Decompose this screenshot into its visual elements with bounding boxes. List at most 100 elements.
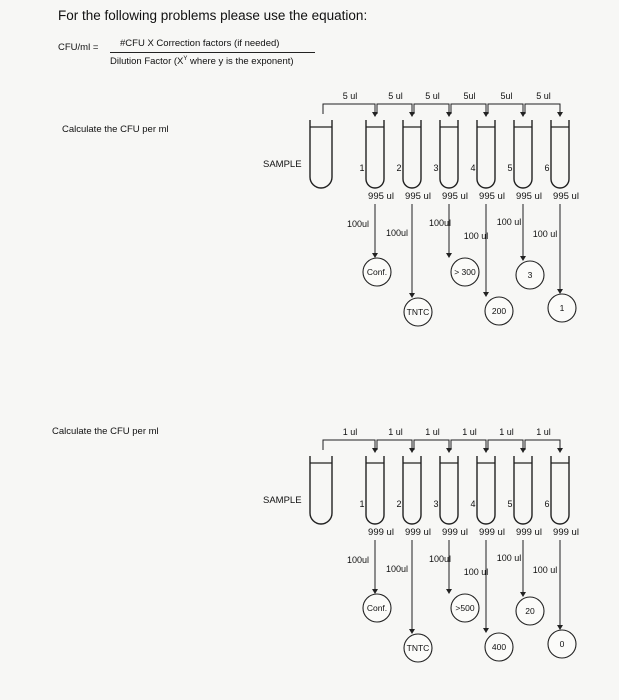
tube-number: 5 bbox=[507, 163, 512, 173]
sample-label: SAMPLE bbox=[263, 159, 302, 170]
plated-volume-label: 100 ul bbox=[533, 229, 558, 239]
agar-plate bbox=[515, 596, 545, 626]
diluent-label: 995 ul bbox=[442, 191, 468, 202]
plated-volume-label: 100 ul bbox=[464, 231, 489, 241]
dilution-tube bbox=[476, 456, 496, 525]
tube-number: 2 bbox=[396, 163, 401, 173]
agar-plate bbox=[362, 257, 392, 287]
agar-plate bbox=[403, 633, 433, 663]
tube-number: 4 bbox=[470, 499, 475, 509]
agar-plate bbox=[484, 296, 514, 326]
equation-lhs: CFU/ml = bbox=[58, 42, 99, 53]
tube-number: 4 bbox=[470, 163, 475, 173]
diluent-label: 999 ul bbox=[405, 527, 431, 538]
transfer-label: 1 ul bbox=[425, 427, 440, 437]
intro-text: For the following problems please use th… bbox=[58, 8, 368, 23]
sample-tube bbox=[309, 456, 333, 525]
tube-number: 1 bbox=[359, 163, 364, 173]
agar-plate bbox=[450, 593, 480, 623]
sample-tube bbox=[309, 120, 333, 189]
tube-number: 2 bbox=[396, 499, 401, 509]
diluent-label: 999 ul bbox=[368, 527, 394, 538]
agar-plate bbox=[362, 593, 392, 623]
equation-denominator: Dilution Factor (XY where y is the expon… bbox=[110, 56, 294, 68]
plated-volume-label: 100 ul bbox=[464, 567, 489, 577]
dilution-tube bbox=[550, 120, 570, 189]
plate-count: 1 bbox=[560, 303, 565, 313]
diluent-label: 999 ul bbox=[479, 527, 505, 538]
plating-arrow bbox=[372, 540, 378, 594]
plating-arrow bbox=[446, 540, 452, 594]
plating-arrow bbox=[446, 204, 452, 258]
diluent-label: 995 ul bbox=[368, 191, 394, 202]
diluent-label: 999 ul bbox=[516, 527, 542, 538]
plate-count: Conf. bbox=[367, 267, 387, 277]
tube-number: 6 bbox=[544, 499, 549, 509]
transfer-arrow bbox=[413, 439, 452, 453]
tube-number: 5 bbox=[507, 499, 512, 509]
diluent-label: 999 ul bbox=[442, 527, 468, 538]
dilution-tube bbox=[402, 456, 422, 525]
transfer-label: 1 ul bbox=[499, 427, 514, 437]
diluent-label: 995 ul bbox=[405, 191, 431, 202]
transfer-label: 5 ul bbox=[536, 91, 551, 101]
plate-count: > 300 bbox=[454, 267, 476, 277]
transfer-arrow bbox=[413, 103, 452, 117]
plate-count: 20 bbox=[525, 606, 535, 616]
dilution-tube bbox=[513, 120, 533, 189]
transfer-arrow bbox=[487, 103, 526, 117]
plate-count: 0 bbox=[560, 639, 565, 649]
agar-plate bbox=[484, 632, 514, 662]
plating-arrow bbox=[557, 540, 563, 630]
plate-count: 3 bbox=[528, 270, 533, 280]
transfer-label: 5 ul bbox=[425, 91, 440, 101]
problem-1-prompt: Calculate the CFU per ml bbox=[62, 124, 169, 135]
plated-volume-label: 100 ul bbox=[497, 217, 522, 227]
transfer-label: 5 ul bbox=[343, 91, 358, 101]
plating-arrow bbox=[372, 204, 378, 258]
agar-plate bbox=[515, 260, 545, 290]
dilution-tube bbox=[365, 456, 385, 525]
dilution-tube bbox=[402, 120, 422, 189]
transfer-arrow bbox=[376, 439, 415, 453]
plated-volume-label: 100ul bbox=[429, 554, 451, 564]
equation-fraction-bar bbox=[110, 52, 315, 53]
plate-count: 200 bbox=[492, 306, 506, 316]
plating-arrow bbox=[409, 204, 415, 298]
equation-numerator: #CFU X Correction factors (if needed) bbox=[120, 38, 280, 49]
agar-plate bbox=[547, 629, 577, 659]
diluent-label: 995 ul bbox=[479, 191, 505, 202]
tube-number: 3 bbox=[433, 163, 438, 173]
transfer-label: 1 ul bbox=[462, 427, 477, 437]
plated-volume-label: 100ul bbox=[429, 218, 451, 228]
plated-volume-label: 100ul bbox=[347, 219, 369, 229]
transfer-label: 5ul bbox=[500, 91, 512, 101]
transfer-label: 1 ul bbox=[536, 427, 551, 437]
diluent-label: 999 ul bbox=[553, 527, 579, 538]
plate-count: >500 bbox=[455, 603, 474, 613]
transfer-arrow bbox=[322, 103, 378, 117]
agar-plate bbox=[403, 297, 433, 327]
transfer-arrow bbox=[450, 439, 489, 453]
transfer-arrow bbox=[524, 439, 563, 453]
agar-plate bbox=[547, 293, 577, 323]
dilution-tube bbox=[439, 456, 459, 525]
plating-arrow bbox=[520, 540, 526, 597]
diluent-label: 995 ul bbox=[516, 191, 542, 202]
plating-arrow bbox=[409, 540, 415, 634]
plated-volume-label: 100ul bbox=[386, 564, 408, 574]
transfer-arrow bbox=[487, 439, 526, 453]
transfer-label: 5ul bbox=[463, 91, 475, 101]
plated-volume-label: 100ul bbox=[386, 228, 408, 238]
agar-plate bbox=[450, 257, 480, 287]
problem-2-prompt: Calculate the CFU per ml bbox=[52, 426, 159, 437]
transfer-arrow bbox=[450, 103, 489, 117]
plated-volume-label: 100 ul bbox=[533, 565, 558, 575]
plate-count: TNTC bbox=[407, 643, 430, 653]
plate-count: 400 bbox=[492, 642, 506, 652]
dilution-tube bbox=[476, 120, 496, 189]
plate-count: Conf. bbox=[367, 603, 387, 613]
transfer-label: 1 ul bbox=[343, 427, 358, 437]
transfer-arrow bbox=[524, 103, 563, 117]
tube-number: 6 bbox=[544, 163, 549, 173]
